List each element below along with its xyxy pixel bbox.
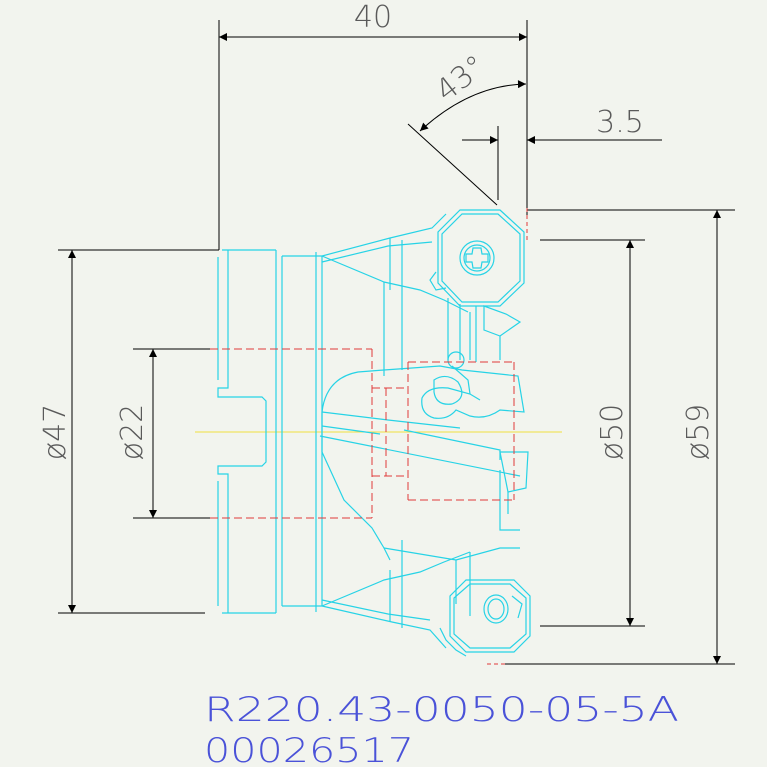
lower-screw-icon <box>483 594 509 624</box>
lower-insert <box>449 579 531 653</box>
dimension-dia59-label: ø59 <box>681 404 716 461</box>
dimension-angle-label: 43° <box>429 49 492 109</box>
dimension-dia22-label: ø22 <box>115 404 150 461</box>
dimension-angle: 43° <box>407 49 527 206</box>
dimension-dia50: ø50 <box>540 239 645 627</box>
upper-insert <box>437 209 525 307</box>
dimension-dia59: ø59 <box>505 209 735 665</box>
dimension-offset-label: 3.5 <box>596 105 644 140</box>
hidden-lines <box>210 208 528 665</box>
part-number: R220.43-0050-05-5A <box>204 690 679 730</box>
dimension-length: 40 <box>218 0 528 250</box>
torx-screw-icon <box>459 240 495 276</box>
dimension-dia50-label: ø50 <box>595 404 630 461</box>
dimension-length-label: 40 <box>354 0 392 35</box>
dimension-offset: 3.5 <box>462 105 662 200</box>
item-code: 00026517 <box>204 731 414 767</box>
dimension-dia47-label: ø47 <box>38 404 73 461</box>
cutter-body <box>217 209 531 657</box>
dimension-dia22: ø22 <box>115 348 210 519</box>
dimension-dia47: ø47 <box>38 249 219 614</box>
